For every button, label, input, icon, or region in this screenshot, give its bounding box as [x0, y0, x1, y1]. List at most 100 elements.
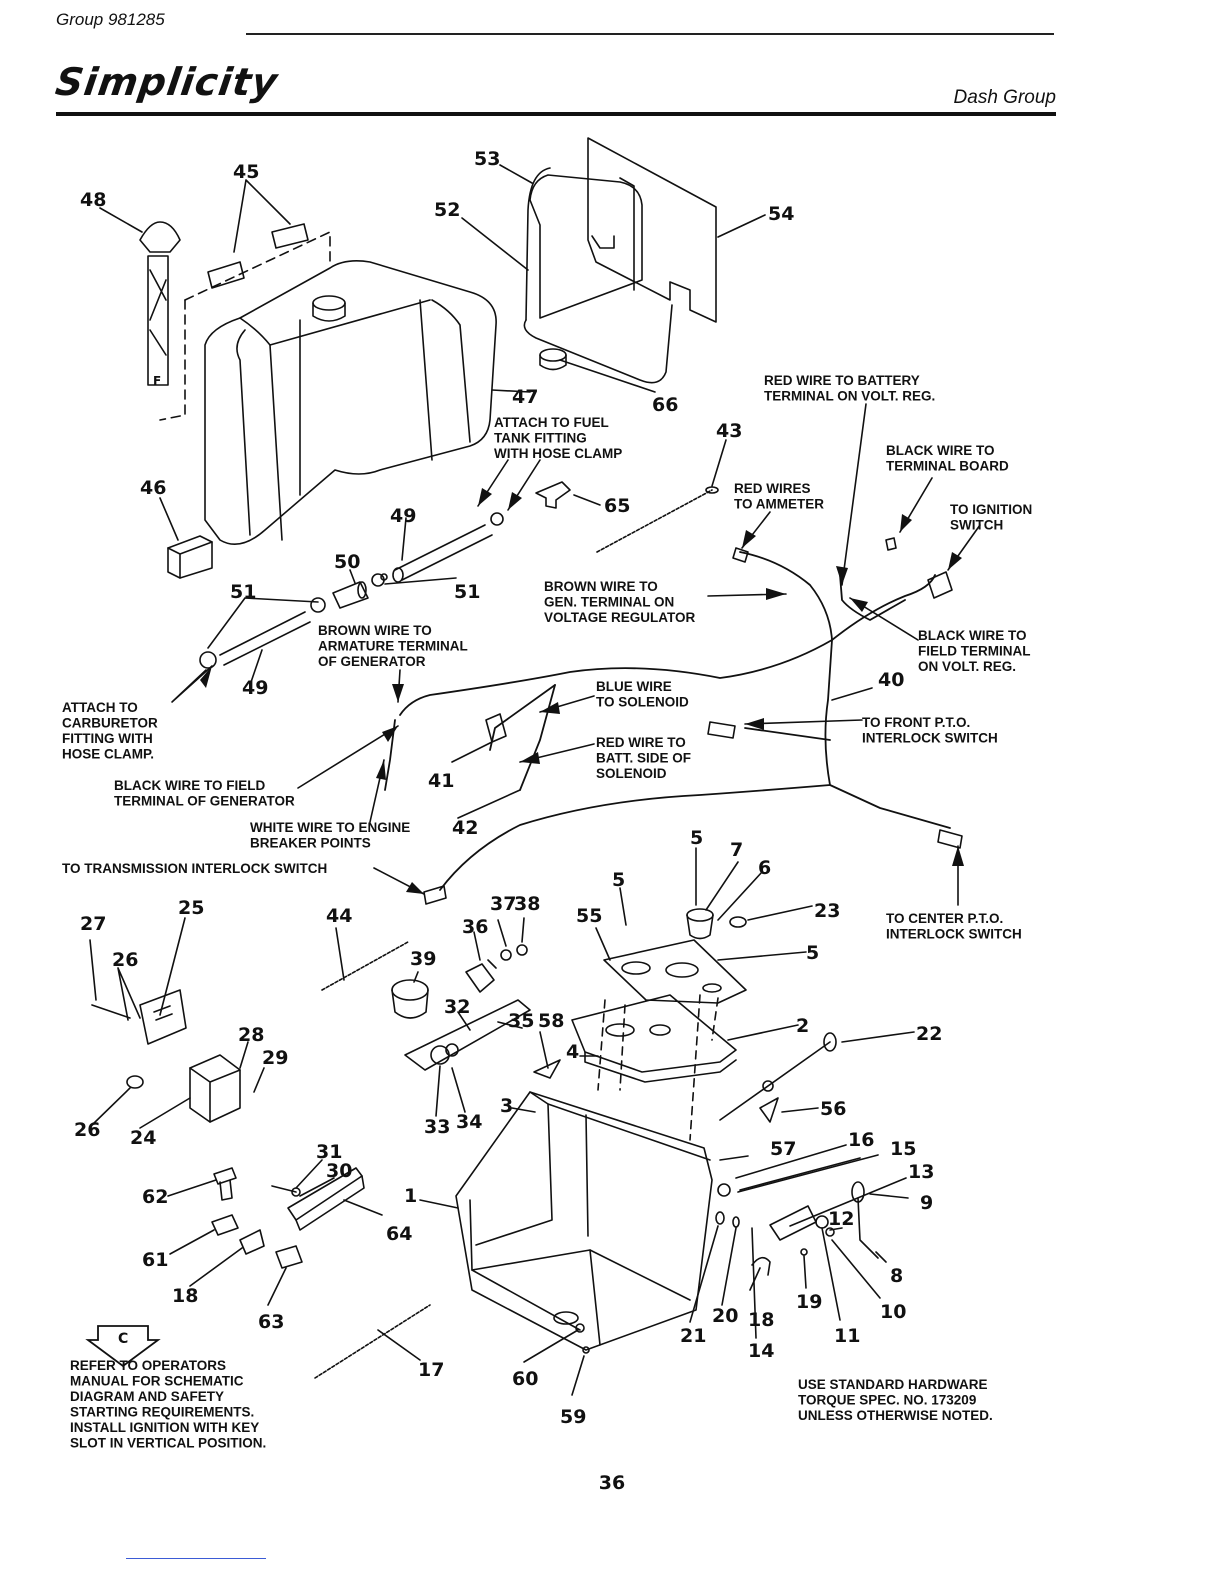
part-number-49a: 49	[390, 505, 416, 527]
nut-61	[211, 1214, 239, 1236]
part-number-38: 38	[514, 893, 540, 915]
fuel-filter-50	[332, 581, 369, 609]
fuel-tank	[204, 260, 497, 546]
annotation-line: ATTACH TO	[62, 700, 138, 715]
annotation-line: RED WIRE TO BATTERY	[764, 373, 920, 388]
part-number-37: 37	[490, 893, 516, 915]
annotation-line: TO AMMETER	[734, 497, 824, 512]
decal-45	[207, 223, 309, 289]
annotation-line: SOLENOID	[596, 766, 667, 781]
part-number-5a: 5	[690, 827, 703, 849]
part-number-23: 23	[814, 900, 840, 922]
part-number-60: 60	[512, 1368, 538, 1390]
throttle-hardware	[715, 1157, 879, 1276]
annotation-line: TERMINAL OF GENERATOR	[114, 794, 295, 809]
bracket-64	[287, 1167, 365, 1231]
annotation-line: RED WIRE TO	[596, 735, 686, 750]
part-number-51b: 51	[454, 581, 480, 603]
part-number-20: 20	[712, 1305, 738, 1327]
part-number-5c: 5	[806, 942, 819, 964]
annotation-line: OF GENERATOR	[318, 654, 426, 669]
part-number-63: 63	[258, 1311, 284, 1333]
back-panel-54	[587, 137, 717, 323]
annotation-line: BLACK WIRE TO	[886, 443, 995, 458]
annotation-line: BROWN WIRE TO	[318, 623, 432, 638]
part-number-26a: 26	[112, 949, 138, 971]
annotation-line: TO SOLENOID	[596, 695, 689, 710]
nut-60	[575, 1323, 585, 1333]
group-number: Group 981285	[56, 10, 165, 29]
fuel-line-lower	[199, 597, 326, 669]
part-number-26b: 26	[74, 1119, 100, 1141]
annotation-line: TANK FITTING	[494, 431, 587, 446]
annotation-line: UNLESS OTHERWISE NOTED.	[798, 1408, 993, 1423]
annotation-line: FIELD TERMINAL	[918, 644, 1031, 659]
part-number-1: 1	[404, 1185, 417, 1207]
annotation-line: RED WIRES	[734, 481, 811, 496]
part-number-15: 15	[890, 1138, 916, 1160]
annotation-line: USE STANDARD HARDWARE	[798, 1377, 988, 1392]
part-number-16: 16	[848, 1129, 874, 1151]
annotation-line: FITTING WITH	[62, 731, 153, 746]
part-number-4: 4	[566, 1041, 579, 1063]
part-number-22: 22	[916, 1023, 942, 1045]
part-number-54: 54	[768, 203, 794, 225]
dash-panel-2	[571, 994, 737, 1083]
part-number-28: 28	[238, 1024, 264, 1046]
part-number-31: 31	[316, 1141, 342, 1163]
screw-59	[582, 1346, 590, 1354]
grommet-66	[539, 348, 567, 371]
part-number-58: 58	[538, 1010, 564, 1032]
key-switch	[686, 908, 714, 940]
annotation-line: TO FRONT P.T.O.	[862, 715, 970, 730]
part-number-14: 14	[748, 1340, 774, 1362]
fuel-line-upper	[371, 512, 504, 587]
part-number-56: 56	[820, 1098, 846, 1120]
annotation-transmission-interlock: TO TRANSMISSION INTERLOCK SWITCH	[62, 861, 327, 876]
part-number-55: 55	[576, 905, 602, 927]
part-number-53: 53	[474, 148, 500, 170]
part-number-8: 8	[890, 1265, 903, 1287]
elbow-65	[535, 481, 571, 509]
annotation-line: VOLTAGE REGULATOR	[544, 610, 695, 625]
annotation-line: BROWN WIRE TO	[544, 579, 658, 594]
part-number-46: 46	[140, 477, 166, 499]
annotation-line: MANUAL FOR SCHEMATIC	[70, 1374, 244, 1389]
part-number-64: 64	[386, 1223, 412, 1245]
annotation-line: TERMINAL BOARD	[886, 459, 1009, 474]
part-number-34: 34	[456, 1111, 482, 1133]
part-number-18b: 18	[748, 1309, 774, 1331]
bolt-62	[213, 1167, 237, 1201]
clip-56	[759, 1097, 779, 1123]
part-number-49b: 49	[242, 677, 268, 699]
dash-housing-1	[455, 1091, 713, 1351]
part-number-52: 52	[434, 199, 460, 221]
ignition-36	[465, 959, 497, 993]
part-number-2: 2	[796, 1015, 809, 1037]
part-46-block	[167, 535, 213, 579]
section-title: Dash Group	[953, 87, 1056, 108]
wire-43	[596, 489, 713, 553]
fitting-63	[275, 1245, 303, 1269]
annotation-line: TERMINAL ON VOLT. REG.	[764, 389, 935, 404]
annotation-front-pto: TO FRONT P.T.O.INTERLOCK SWITCH	[862, 715, 998, 746]
part-number-29: 29	[262, 1047, 288, 1069]
header-main-rule	[56, 112, 1056, 116]
annotation-center-pto: TO CENTER P.T.O.INTERLOCK SWITCH	[886, 911, 1022, 942]
bolt-27	[91, 1004, 131, 1019]
voltage-regulator-24	[189, 1054, 241, 1123]
reference-symbol	[85, 1325, 161, 1368]
annotation-line: INTERLOCK SWITCH	[862, 731, 998, 746]
part-number-43: 43	[716, 420, 742, 442]
part-number-39: 39	[410, 948, 436, 970]
part-number-9: 9	[920, 1192, 933, 1214]
